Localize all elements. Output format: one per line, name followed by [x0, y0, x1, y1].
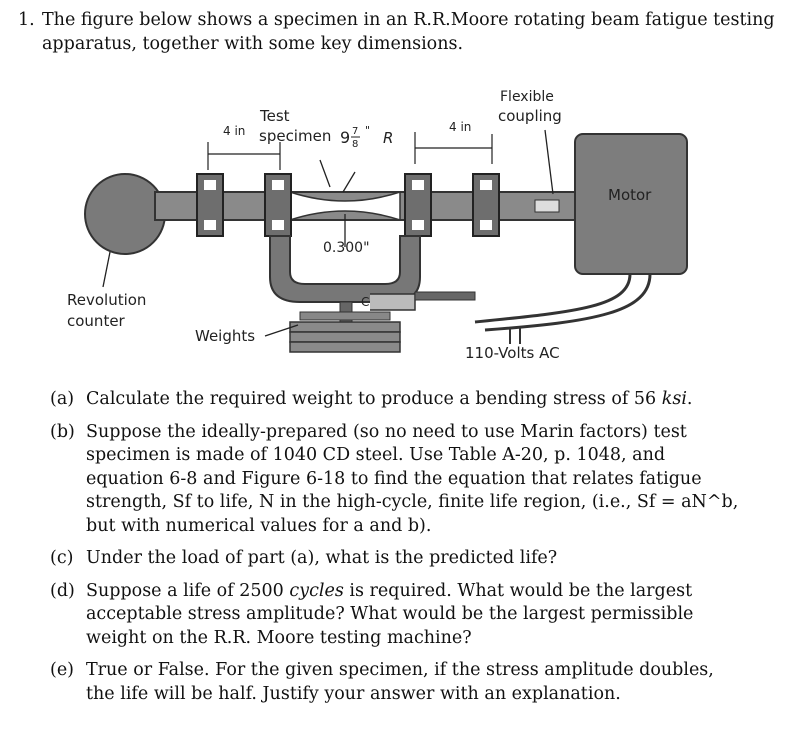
- rr-moore-figure: Test specimen 4 in 4 in 9 7 8 " R Flexib…: [55, 82, 735, 372]
- label-flexible: Flexible: [500, 89, 554, 105]
- label-weights: Weights: [195, 327, 255, 345]
- apparatus-diagram: Test specimen 4 in 4 in 9 7 8 " R Flexib…: [67, 89, 688, 362]
- label-radius-whole: 9: [340, 128, 350, 147]
- part-d-label: (d): [50, 580, 75, 601]
- problem-text: The figure below shows a specimen in an …: [42, 10, 775, 54]
- part-e: (e) True or False. For the given specime…: [50, 659, 740, 706]
- label-counter: counter: [67, 312, 126, 330]
- label-specimen: specimen: [259, 127, 331, 145]
- weights-stack: [289, 321, 401, 353]
- revolution-counter-disc: [84, 173, 166, 255]
- power-cord-1: [484, 273, 652, 332]
- power-cord-2: [474, 273, 632, 324]
- part-b-text: Suppose the ideally-prepared (so no need…: [86, 421, 739, 536]
- loading-yoke: [269, 235, 421, 303]
- label-test: Test: [259, 107, 290, 125]
- label-coupling: coupling: [498, 107, 562, 125]
- part-b-label: (b): [50, 421, 75, 442]
- label-motor: Motor: [608, 186, 652, 204]
- part-d: (d) Suppose a life of 2500 cycles is req…: [50, 580, 740, 651]
- part-a: (a) Calculate the required weight to pro…: [50, 388, 740, 412]
- clutch-lever: [414, 291, 476, 301]
- part-e-text: True or False. For the given specimen, i…: [86, 660, 714, 704]
- label-revolution: Revolution: [67, 291, 146, 309]
- flexible-coupling: [534, 199, 560, 213]
- label-dim-right: 4 in: [449, 120, 471, 134]
- motor: [574, 133, 688, 275]
- problem-statement: 1. The figure below shows a specimen in …: [18, 8, 778, 56]
- part-d-cycles: cycles: [289, 580, 344, 601]
- label-radius-num: 7: [352, 126, 358, 137]
- plug: [509, 326, 521, 344]
- label-clutch: C: [361, 295, 369, 309]
- label-dim-left: 4 in: [223, 124, 245, 138]
- part-c: (c) Under the load of part (a), what is …: [50, 547, 740, 571]
- test-specimen: [289, 190, 401, 222]
- part-c-label: (c): [50, 548, 74, 568]
- part-b: (b) Suppose the ideally-prepared (so no …: [50, 421, 740, 539]
- part-c-text: Under the load of part (a), what is the …: [86, 548, 558, 568]
- part-a-ksi: ksi: [661, 389, 687, 409]
- label-power: 110-Volts AC: [465, 344, 560, 362]
- weight-plate-top: [299, 311, 391, 321]
- question-parts: (a) Calculate the required weight to pro…: [50, 388, 740, 715]
- bearing-marks: [204, 180, 492, 230]
- label-radius-mark: ": [365, 124, 370, 137]
- leader-lines: [102, 129, 554, 337]
- label-diameter: 0.300": [323, 240, 370, 256]
- label-radius-den: 8: [352, 139, 358, 150]
- clutch: [370, 293, 416, 311]
- label-radius-r: R: [383, 129, 393, 147]
- part-a-text-1: Calculate the required weight to produce…: [86, 389, 662, 409]
- dimension-lines: [207, 132, 493, 170]
- part-d-text-1: Suppose a life of 2500: [86, 580, 290, 601]
- part-e-label: (e): [50, 660, 75, 680]
- problem-number: 1.: [18, 10, 35, 30]
- part-d-text-2: is required. What would be the largest a…: [86, 580, 694, 648]
- part-a-label: (a): [50, 389, 75, 409]
- part-a-text-2: .: [686, 389, 693, 409]
